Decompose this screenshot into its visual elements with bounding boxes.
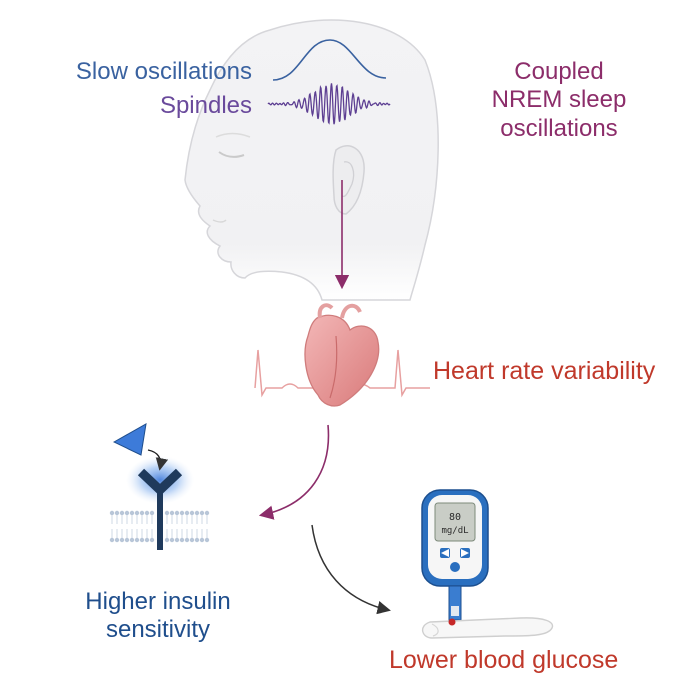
lipid-head	[109, 537, 115, 543]
lipid-head	[164, 537, 170, 543]
insulin-ligand	[112, 423, 147, 456]
lipid-head	[134, 537, 140, 543]
label-lower-blood-glucose: Lower blood glucose	[389, 646, 619, 674]
lipid-head	[134, 510, 140, 516]
insulin-receptor-illustration	[109, 423, 210, 550]
head-profile	[184, 19, 439, 301]
ear	[332, 145, 365, 215]
lipid-head	[124, 510, 130, 516]
label-coupled-line-2: NREM sleep	[491, 86, 627, 114]
binding-arrow	[147, 449, 169, 471]
lipid-head	[109, 510, 115, 516]
slow-oscillation-wave	[272, 39, 387, 81]
lipid-head	[194, 510, 200, 516]
lipid-head	[204, 510, 210, 516]
lipid-head	[179, 510, 185, 516]
lipid-head	[204, 537, 210, 543]
lipid-head	[129, 537, 135, 543]
lipid-head	[114, 510, 120, 516]
lipid-head	[139, 510, 145, 516]
meter-display	[434, 502, 476, 542]
lipid-head	[144, 537, 150, 543]
heart-illustration	[304, 303, 380, 407]
lipid-head	[174, 510, 180, 516]
lipid-head	[114, 537, 120, 543]
lipid-head	[129, 510, 135, 516]
label-coupled-line-3: oscillations	[500, 114, 618, 142]
ear-inner	[341, 161, 355, 198]
cell-membrane	[109, 510, 210, 543]
head-illustration	[184, 19, 439, 301]
meter-reading-value: 80	[449, 512, 461, 523]
lipid-head	[169, 537, 175, 543]
label-spindles: Spindles	[159, 92, 252, 119]
closed-eye	[218, 151, 245, 158]
lipid-head	[199, 537, 205, 543]
label-coupled-line-1: Coupled	[514, 58, 604, 85]
eyebrow	[215, 132, 251, 138]
lipid-head	[164, 510, 170, 516]
lipid-head	[144, 510, 150, 516]
lipid-head	[149, 537, 155, 543]
heart-to-insulin-arrow	[258, 424, 330, 520]
lipid-head	[139, 537, 145, 543]
spindle-wave	[267, 83, 391, 125]
label-coupled-nrem: Coupled NREM sleep oscillations	[470, 58, 648, 143]
lipid-head	[179, 537, 185, 543]
lipid-head	[119, 537, 125, 543]
label-insulin-line-2: sensitivity	[105, 616, 211, 644]
lipid-head	[189, 510, 195, 516]
lipid-head	[189, 537, 195, 543]
label-heart-rate-variability: Heart rate variability	[433, 357, 656, 385]
label-slow-oscillations: Slow oscillations	[75, 58, 252, 85]
lipid-head	[194, 537, 200, 543]
label-higher-insulin-sensitivity: Higher insulin sensitivity	[58, 588, 258, 645]
lipid-head	[169, 510, 175, 516]
lips	[212, 219, 227, 223]
glucose-meter-illustration	[421, 489, 554, 639]
blood-drop	[448, 618, 456, 626]
heart-to-glucose-arrow	[311, 524, 391, 615]
lipid-head	[119, 510, 125, 516]
finger	[422, 617, 554, 639]
lipid-head	[124, 537, 130, 543]
label-insulin-line-1: Higher insulin	[85, 588, 231, 615]
lipid-head	[174, 537, 180, 543]
lipid-head	[199, 510, 205, 516]
lipid-head	[149, 510, 155, 516]
lipid-head	[184, 510, 190, 516]
meter-reading-unit: mg/dL	[441, 526, 468, 536]
lipid-head	[184, 537, 190, 543]
